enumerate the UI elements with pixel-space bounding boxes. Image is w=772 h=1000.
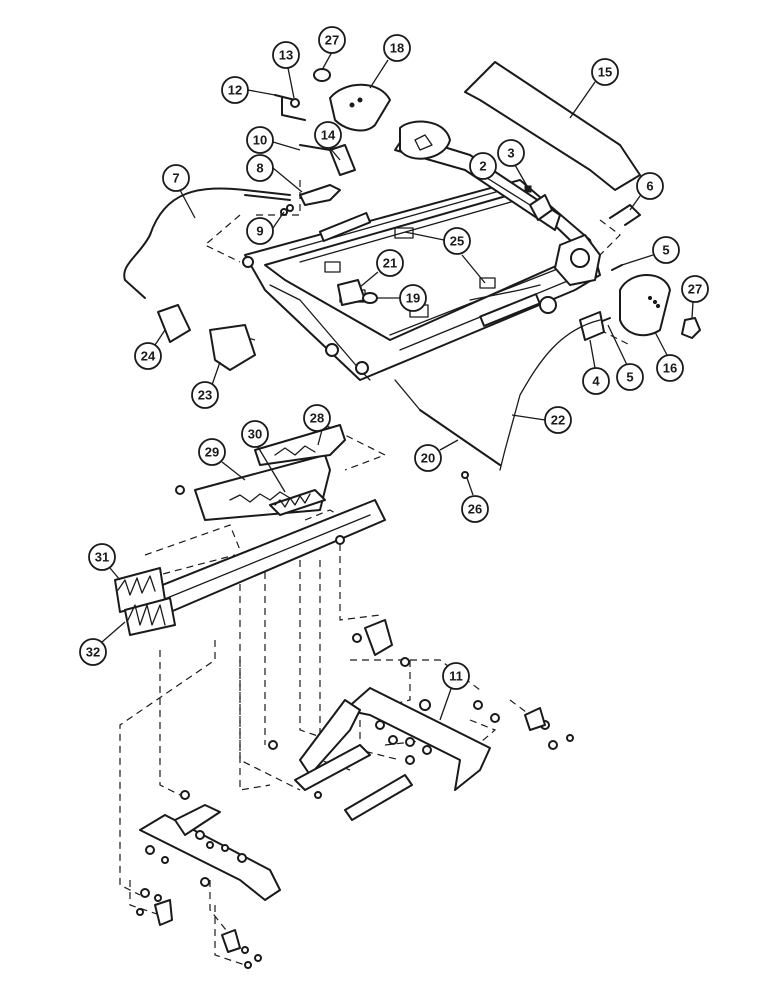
- bushing-19: [362, 292, 378, 304]
- lower-linkage: [136, 790, 281, 969]
- pad-23: [209, 324, 256, 371]
- rod-20: [419, 409, 501, 466]
- callout-8: 8: [246, 154, 303, 193]
- callout-5b: 5: [607, 324, 644, 391]
- callout-label: 27: [325, 33, 339, 48]
- callout-label: 15: [598, 65, 612, 80]
- callout-6: 6: [629, 172, 664, 211]
- cap-27: [681, 317, 701, 339]
- callout-30: 30: [241, 420, 286, 493]
- callout-18: 18: [369, 34, 411, 89]
- callout-15: 15: [569, 58, 619, 119]
- knob-4: [579, 311, 605, 341]
- callout-26: 26: [461, 477, 489, 523]
- callout-label: 14: [321, 128, 336, 143]
- callout-5a: 5: [621, 236, 680, 266]
- callout-28: 28: [303, 404, 331, 446]
- side-bracket: [329, 83, 391, 132]
- callout-14: 14: [314, 121, 342, 161]
- callout-label: 31: [95, 550, 109, 565]
- callout-label: 11: [449, 669, 463, 684]
- knob-14: [329, 144, 356, 176]
- callout-label: 19: [406, 291, 420, 306]
- wire-6: [609, 204, 641, 226]
- bushing: [313, 68, 331, 82]
- callout-label: 5: [662, 243, 669, 258]
- lower-crossbar: [139, 814, 281, 901]
- link-rod: [344, 774, 413, 821]
- callout-label: 29: [205, 445, 219, 460]
- callout-22: 22: [511, 406, 572, 434]
- callout-24: 24: [134, 329, 166, 370]
- callout-12: 12: [221, 76, 276, 104]
- callout-label: 9: [256, 224, 263, 239]
- callout-label: 13: [279, 48, 293, 63]
- pin-10: [299, 144, 331, 151]
- callout-label: 8: [256, 161, 263, 176]
- callout-label: 22: [551, 413, 565, 428]
- rod-7: [123, 187, 291, 299]
- callout-label: 18: [390, 41, 404, 56]
- callout-9: 9: [246, 211, 285, 245]
- callout-label: 23: [198, 388, 212, 403]
- linkage-assembly: [268, 619, 574, 821]
- grip-24: [157, 304, 191, 343]
- callout-7: 7: [162, 164, 196, 219]
- callout-label: 28: [310, 411, 324, 426]
- callout-20: 20: [414, 439, 459, 472]
- callout-label: 4: [592, 374, 600, 389]
- slide-assembly: [114, 413, 386, 636]
- callout-label: 26: [468, 502, 482, 517]
- callout-3: 3: [497, 139, 528, 187]
- callout-4: 4: [582, 339, 610, 395]
- callout-21: 21: [359, 249, 404, 288]
- callout-29: 29: [198, 438, 246, 481]
- callout-label: 12: [228, 83, 242, 98]
- callout-label: 5: [626, 370, 633, 385]
- callout-25: 25: [404, 227, 486, 284]
- callout-label: 16: [663, 361, 677, 376]
- callout-label: 27: [688, 282, 702, 297]
- rack-28: [254, 424, 346, 466]
- callout-19: 19: [377, 284, 427, 312]
- callout-13: 13: [272, 41, 300, 99]
- callout-23: 23: [191, 361, 221, 409]
- clip-5a: [611, 264, 623, 271]
- callout-label: 21: [383, 256, 397, 271]
- callout-27a: 27: [318, 26, 346, 71]
- spring-30: [269, 489, 326, 516]
- callout-10: 10: [246, 126, 301, 154]
- side-cover-16: [619, 274, 671, 337]
- cover-panel: [464, 61, 641, 191]
- callout-label: 20: [421, 451, 435, 466]
- cable-22: [499, 319, 601, 471]
- plate-2: [529, 194, 553, 221]
- callout-label: 30: [248, 427, 262, 442]
- callout-label: 24: [141, 349, 156, 364]
- callout-label: 25: [450, 234, 464, 249]
- crossbar-11: [344, 687, 491, 791]
- seat-back-tube: [394, 120, 561, 231]
- callout-label: 2: [479, 159, 486, 174]
- callout-27b: 27: [681, 275, 709, 319]
- callout-label: 6: [646, 179, 653, 194]
- rod-12: [274, 94, 306, 121]
- callout-11: 11: [439, 662, 470, 721]
- callout-31: 31: [88, 543, 121, 581]
- callout-32: 32: [79, 621, 126, 666]
- callout-label: 32: [86, 645, 100, 660]
- callout-label: 10: [253, 133, 267, 148]
- callout-label: 3: [507, 146, 514, 161]
- callout-label: 7: [172, 171, 179, 186]
- callout-2: 2: [469, 152, 531, 206]
- callout-16: 16: [654, 331, 684, 382]
- lever-8: [299, 184, 341, 206]
- link-bar: [294, 744, 371, 791]
